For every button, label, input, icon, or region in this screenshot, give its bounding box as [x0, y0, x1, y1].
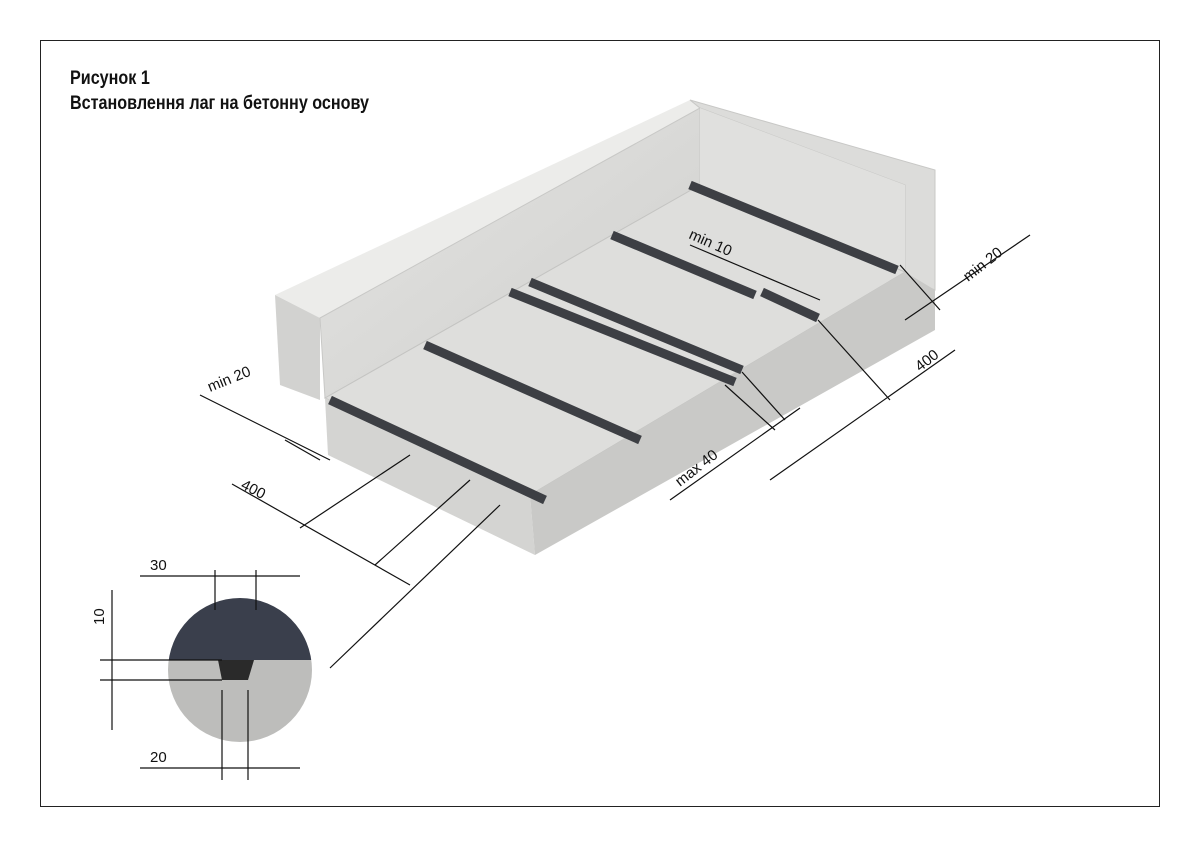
joist — [610, 230, 757, 300]
drawing-frame — [40, 40, 1160, 807]
dim-section-10: 10 — [91, 608, 108, 625]
joists — [328, 180, 899, 505]
dim-min-20-right: min 20 — [960, 244, 1006, 285]
joist — [328, 395, 547, 505]
dimension-lines — [199, 234, 1031, 669]
figure-caption: Встановлення лаг на бетонну основу — [70, 93, 370, 114]
concrete-walls — [275, 99, 936, 400]
dim-400-right: 400 — [912, 346, 942, 375]
joist — [528, 277, 744, 375]
dim-400-left: 400 — [238, 476, 268, 503]
joist — [760, 287, 820, 323]
dim-section-20: 20 — [150, 749, 167, 766]
joist-section-detail: 30 10 20 — [91, 557, 312, 780]
figure-title: Рисунок 1 Встановлення лаг на бетонну ос… — [70, 66, 369, 116]
joist — [688, 180, 899, 275]
dim-section-30: 30 — [150, 557, 167, 574]
joist — [423, 340, 642, 445]
joist — [508, 287, 737, 387]
dim-min-20-left: min 20 — [205, 363, 253, 396]
figure-number: Рисунок 1 — [70, 68, 150, 89]
